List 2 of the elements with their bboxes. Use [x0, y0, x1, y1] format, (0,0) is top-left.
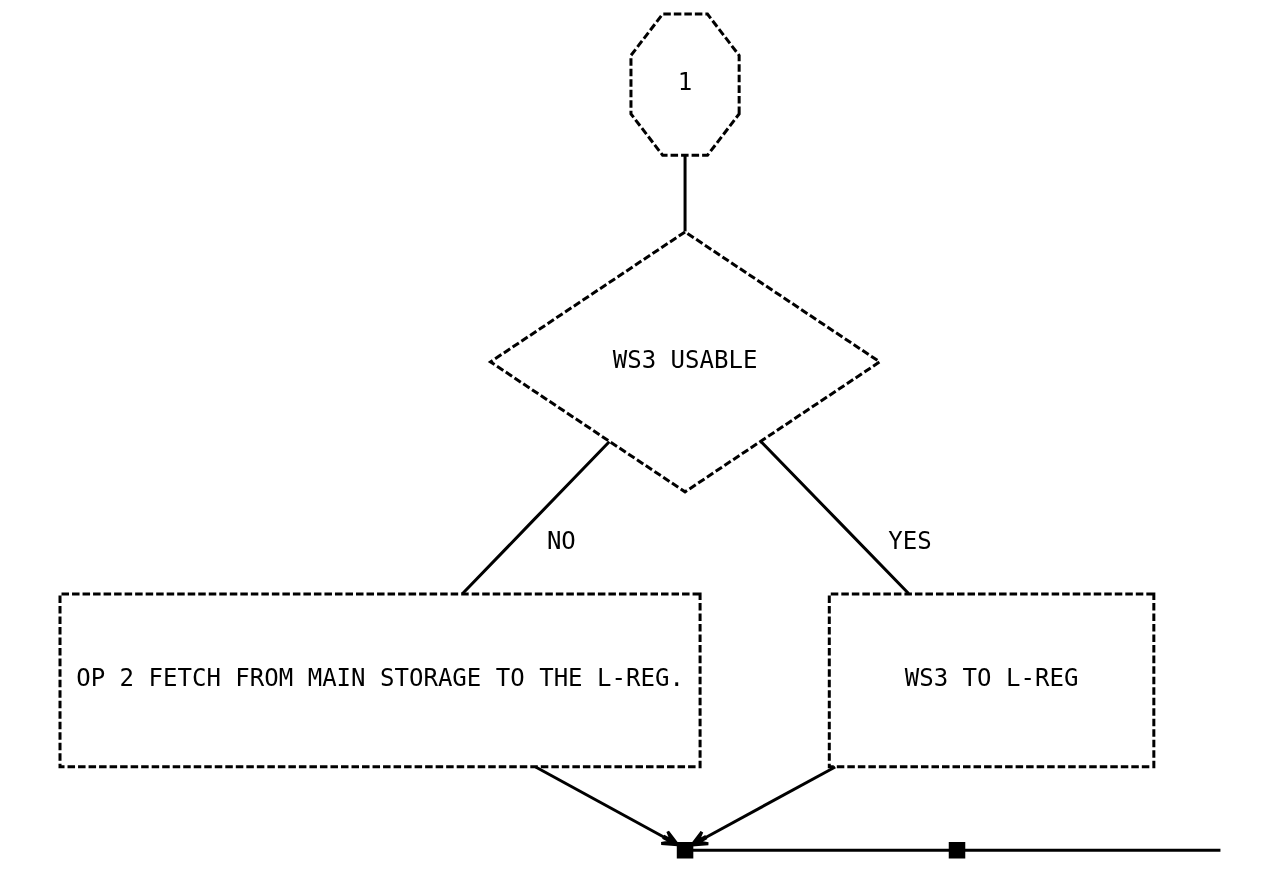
edge-label: NO [546, 526, 576, 555]
edge-label: YES [887, 526, 932, 555]
